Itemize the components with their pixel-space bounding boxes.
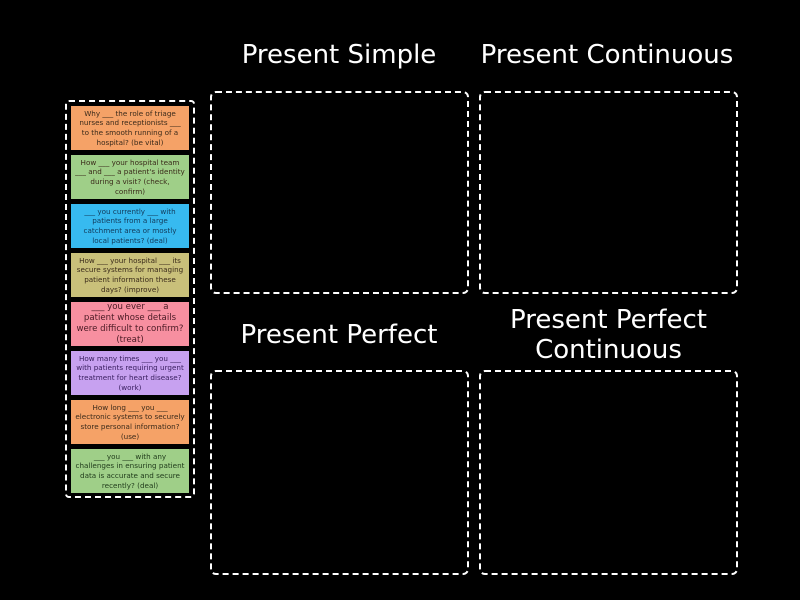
- heading-present-perfect: Present Perfect: [240, 320, 438, 350]
- drop-zone-present-simple[interactable]: [210, 91, 469, 294]
- card-work[interactable]: How many times ___ you ___ with patients…: [71, 351, 189, 395]
- card-improve[interactable]: How ___ your hospital ___ its secure sys…: [71, 253, 189, 297]
- card-be-vital[interactable]: Why ___ the role of triage nurses and re…: [71, 106, 189, 150]
- drop-zone-present-perfect[interactable]: [210, 370, 469, 575]
- card-check-confirm[interactable]: How ___ your hospital team ___ and ___ a…: [71, 155, 189, 199]
- card-deal-recently[interactable]: ___ you ___ with any challenges in ensur…: [71, 449, 189, 493]
- drop-zone-present-continuous[interactable]: [479, 91, 738, 294]
- heading-present-simple: Present Simple: [241, 40, 437, 70]
- card-use[interactable]: How long ___ you ___ electronic systems …: [71, 400, 189, 444]
- card-stack: Why ___ the role of triage nurses and re…: [65, 100, 195, 498]
- heading-present-continuous: Present Continuous: [480, 40, 734, 70]
- drop-zone-present-perfect-continuous[interactable]: [479, 370, 738, 575]
- card-deal-currently[interactable]: ___ you currently ___ with patients from…: [71, 204, 189, 248]
- heading-line-1: Present Perfect: [510, 305, 707, 335]
- heading-line-2: Continuous: [535, 335, 682, 365]
- card-treat[interactable]: ___ you ever ___ a patient whose details…: [71, 302, 189, 346]
- heading-present-perfect-continuous: Present Perfect Continuous: [480, 305, 737, 365]
